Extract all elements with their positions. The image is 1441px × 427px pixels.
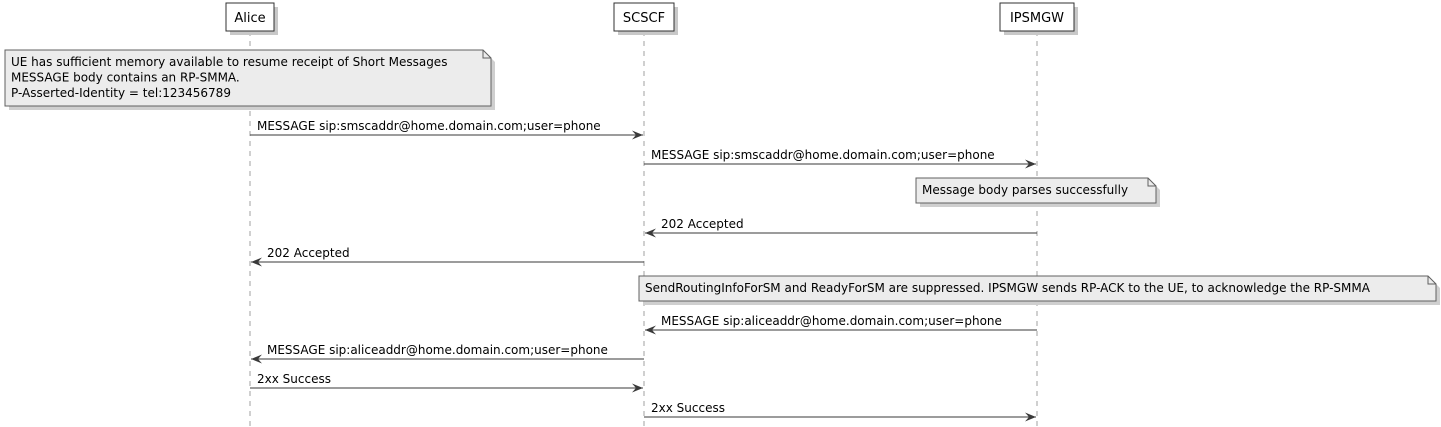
- arrowhead-icon: [251, 257, 262, 267]
- message-label: 202 Accepted: [267, 246, 350, 260]
- note: SendRoutingInfoForSM and ReadyForSM are …: [638, 275, 1440, 305]
- participant-ipsmgw: IPSMGW: [999, 2, 1078, 35]
- note-fold: [482, 50, 491, 59]
- message-label: MESSAGE sip:aliceaddr@home.domain.com;us…: [661, 314, 1002, 328]
- message-label: 202 Accepted: [661, 217, 744, 231]
- message-arrow: MESSAGE sip:smscaddr@home.domain.com;use…: [250, 119, 643, 140]
- message-arrow: 2xx Success: [250, 372, 643, 393]
- participant-label: Alice: [234, 11, 265, 26]
- participant-alice: Alice: [225, 2, 278, 35]
- arrowhead-icon: [632, 130, 643, 140]
- message-label: MESSAGE sip:smscaddr@home.domain.com;use…: [257, 119, 601, 133]
- message-label: MESSAGE sip:aliceaddr@home.domain.com;us…: [267, 343, 608, 357]
- note-text: UE has sufficient memory available to re…: [11, 55, 447, 69]
- note-fold: [1427, 276, 1436, 285]
- message-arrow: 2xx Success: [644, 401, 1036, 422]
- arrowhead-icon: [1025, 159, 1036, 169]
- message-label: 2xx Success: [651, 401, 725, 415]
- arrowhead-icon: [645, 228, 656, 238]
- note-box: [638, 275, 1437, 302]
- note-box: [4, 49, 492, 107]
- participant-scscf: SCSCF: [613, 2, 678, 35]
- participant-box: [999, 2, 1075, 32]
- message-arrow: MESSAGE sip:aliceaddr@home.domain.com;us…: [645, 314, 1037, 335]
- participant-box: [613, 2, 675, 32]
- note-text: MESSAGE body contains an RP-SMMA.: [11, 71, 240, 85]
- message-arrow: MESSAGE sip:smscaddr@home.domain.com;use…: [644, 148, 1036, 169]
- note-fold: [1147, 178, 1156, 187]
- message-arrow: 202 Accepted: [645, 217, 1037, 238]
- message-arrow: MESSAGE sip:aliceaddr@home.domain.com;us…: [251, 343, 644, 364]
- arrowhead-icon: [645, 325, 656, 335]
- message-arrow: 202 Accepted: [251, 246, 644, 267]
- arrowhead-icon: [1025, 412, 1036, 422]
- note: UE has sufficient memory available to re…: [4, 49, 495, 110]
- note-box: [915, 177, 1157, 204]
- note-text: P-Asserted-Identity = tel:123456789: [11, 86, 231, 100]
- note-text: SendRoutingInfoForSM and ReadyForSM are …: [645, 281, 1371, 295]
- message-label: MESSAGE sip:smscaddr@home.domain.com;use…: [651, 148, 995, 162]
- arrowhead-icon: [251, 354, 262, 364]
- participant-label: IPSMGW: [1010, 11, 1064, 26]
- arrowhead-icon: [632, 383, 643, 393]
- message-label: 2xx Success: [257, 372, 331, 386]
- participant-box: [225, 2, 275, 32]
- participant-label: SCSCF: [623, 11, 665, 26]
- note: Message body parses successfully: [915, 177, 1160, 207]
- note-text: Message body parses successfully: [922, 183, 1128, 197]
